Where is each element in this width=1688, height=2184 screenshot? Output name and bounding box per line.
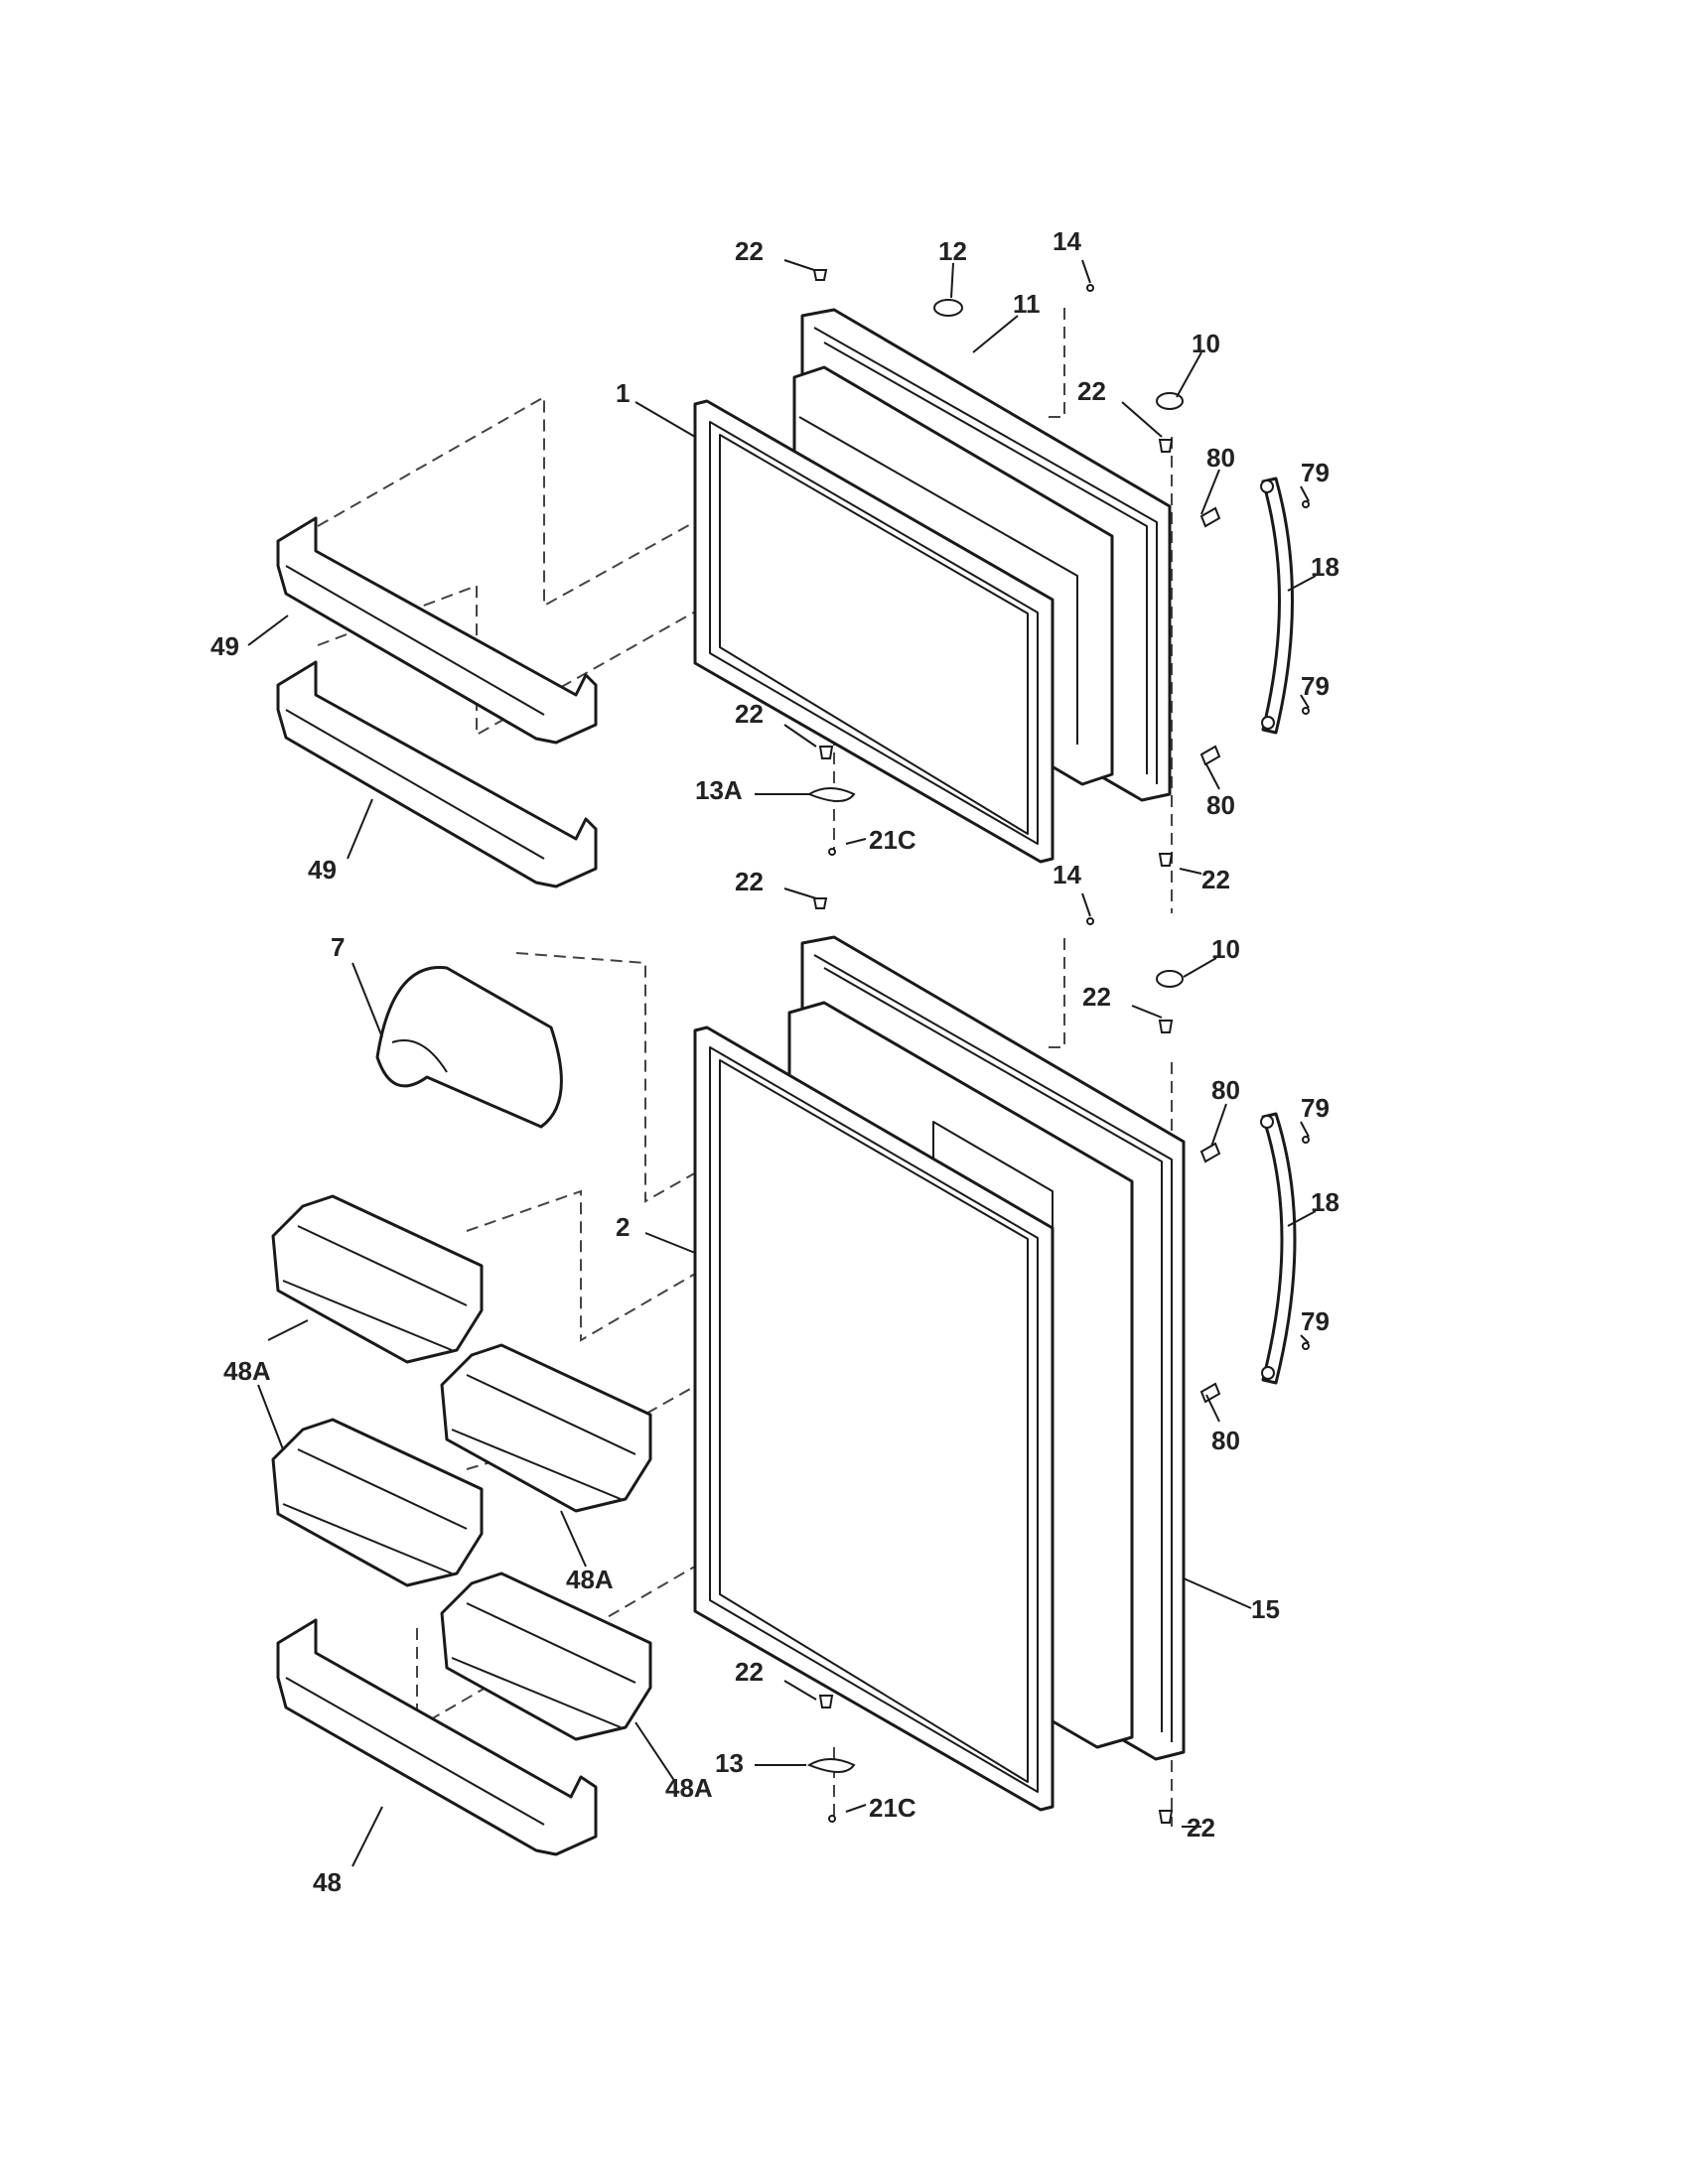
callout-22: 22 <box>1082 982 1111 1012</box>
door-bin-48A-lower-right <box>440 1571 652 1741</box>
callout-labels: 22 12 14 11 10 22 1 80 79 18 49 79 22 49… <box>211 226 1339 1897</box>
callout-22: 22 <box>735 1657 764 1687</box>
callout-21C: 21C <box>869 1793 916 1823</box>
dairy-door-cover-7 <box>375 966 563 1129</box>
callout-22: 22 <box>735 699 764 729</box>
callout-49: 49 <box>211 631 239 661</box>
callout-10: 10 <box>1192 329 1220 358</box>
callout-79: 79 <box>1301 1306 1330 1336</box>
freezer-door-assembly <box>317 269 1310 913</box>
callout-80: 80 <box>1206 790 1235 820</box>
callout-18: 18 <box>1311 552 1339 582</box>
callout-15: 15 <box>1251 1594 1280 1624</box>
callout-22: 22 <box>735 867 764 896</box>
callout-48A: 48A <box>665 1773 713 1803</box>
door-bin-48A-left <box>271 1418 484 1587</box>
callout-22: 22 <box>1201 865 1230 894</box>
callout-11: 11 <box>1013 289 1041 319</box>
leader-lines <box>247 259 1317 1867</box>
callout-22: 22 <box>1187 1813 1215 1843</box>
door-bin-48 <box>276 1618 598 1856</box>
callout-22: 22 <box>735 236 764 266</box>
callout-49: 49 <box>308 855 337 885</box>
callout-12: 12 <box>938 236 967 266</box>
callout-48A: 48A <box>223 1356 271 1386</box>
callout-80: 80 <box>1211 1426 1240 1455</box>
callout-79: 79 <box>1301 1093 1330 1123</box>
door-bin-48A-right <box>440 1343 652 1513</box>
door-bin-48A-upper-left <box>271 1194 484 1364</box>
callout-14: 14 <box>1053 226 1081 256</box>
callout-1: 1 <box>616 378 630 408</box>
callout-7: 7 <box>331 932 345 962</box>
callout-22: 22 <box>1077 376 1106 406</box>
callout-13A: 13A <box>695 775 743 805</box>
callout-10: 10 <box>1211 934 1240 964</box>
callout-80: 80 <box>1206 443 1235 473</box>
callout-14: 14 <box>1053 860 1081 889</box>
callout-48A: 48A <box>566 1565 614 1594</box>
callout-18: 18 <box>1311 1187 1339 1217</box>
callout-48: 48 <box>313 1867 342 1897</box>
door-shelf-bins-49 <box>276 516 598 888</box>
callout-2: 2 <box>616 1212 630 1242</box>
callout-79: 79 <box>1301 458 1330 487</box>
callout-79: 79 <box>1301 671 1330 701</box>
callout-13: 13 <box>715 1748 744 1778</box>
fresh-food-door-assembly <box>416 897 1310 1827</box>
callout-21C: 21C <box>869 825 916 855</box>
callout-80: 80 <box>1211 1075 1240 1105</box>
